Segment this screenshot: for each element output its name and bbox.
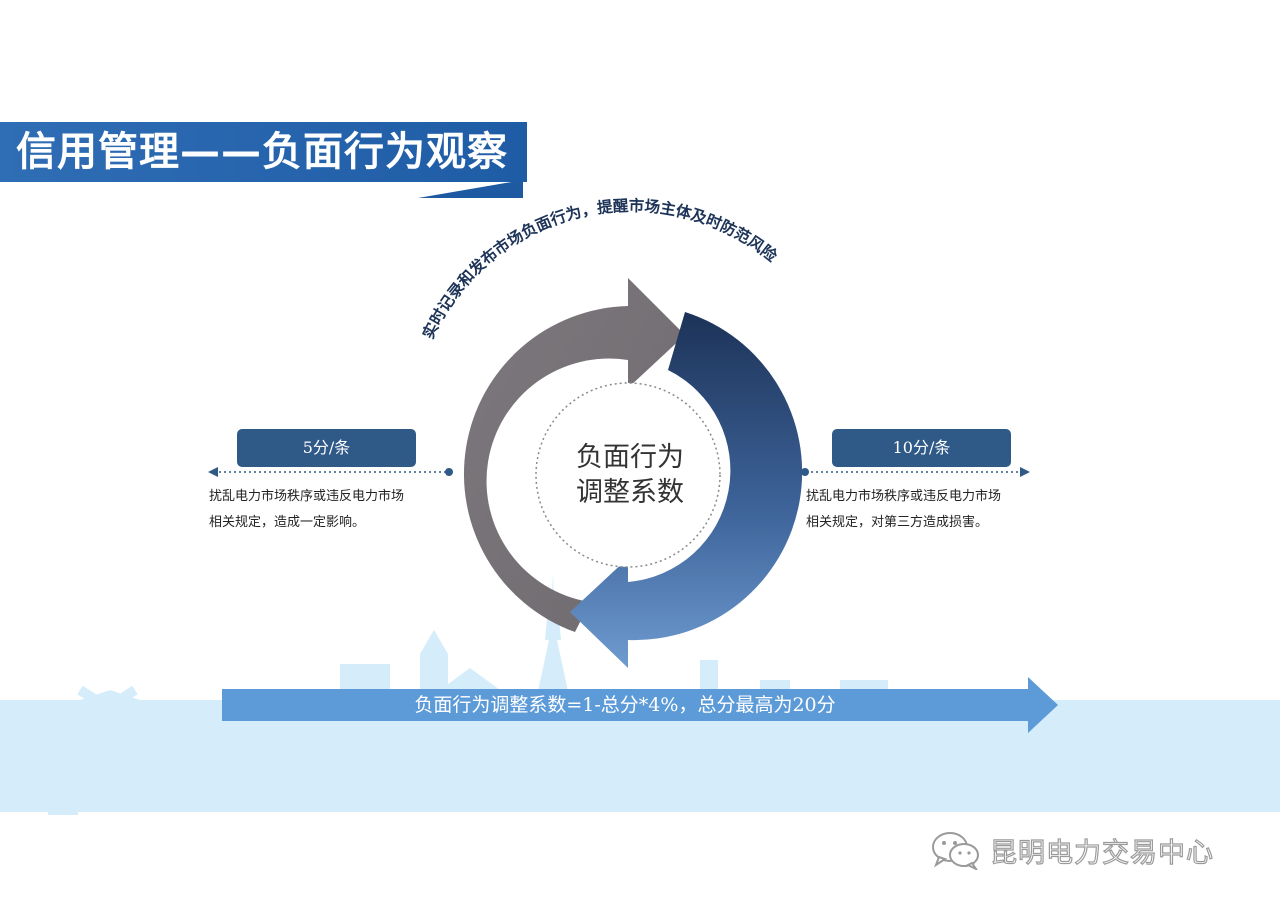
wechat-icon xyxy=(932,832,979,870)
left-description-line2: 相关规定，造成一定影响。 xyxy=(209,515,366,530)
gray-cycle-arrow xyxy=(463,278,685,632)
left-connector-dot xyxy=(445,468,453,476)
title-banner-accent xyxy=(418,180,523,198)
title-banner xyxy=(0,122,527,182)
center-label-line2: 调整系数 xyxy=(576,477,684,508)
right-description-line1: 扰乱电力市场秩序或违反电力市场 xyxy=(806,489,1002,504)
formula-arrow xyxy=(222,677,1058,733)
center-label: 负面行为 调整系数 xyxy=(553,440,707,510)
left-description: 扰乱电力市场秩序或违反电力市场 相关规定，造成一定影响。 xyxy=(209,484,459,536)
watermark: 昆明电力交易中心 xyxy=(930,830,1214,870)
left-description-line1: 扰乱电力市场秩序或违反电力市场 xyxy=(209,489,405,504)
right-penalty-badge: 10分/条 xyxy=(832,429,1011,467)
center-label-line1: 负面行为 xyxy=(576,442,684,473)
right-description-line2: 相关规定，对第三方造成损害。 xyxy=(806,515,989,530)
formula-text: 负面行为调整系数=1-总分*4%，总分最高为20分 xyxy=(414,694,836,716)
slide-title: 信用管理——负面行为观察 xyxy=(16,129,508,175)
left-penalty-badge: 5分/条 xyxy=(237,429,416,467)
left-connector-arrowhead xyxy=(208,467,218,477)
inner-dotted-circle xyxy=(535,382,721,568)
right-connector-arrowhead xyxy=(1020,467,1030,477)
right-connector-dot xyxy=(801,468,809,476)
right-description: 扰乱电力市场秩序或违反电力市场 相关规定，对第三方造成损害。 xyxy=(806,484,1056,536)
blue-cycle-arrow xyxy=(570,312,803,668)
watermark-text: 昆明电力交易中心 xyxy=(989,837,1214,869)
